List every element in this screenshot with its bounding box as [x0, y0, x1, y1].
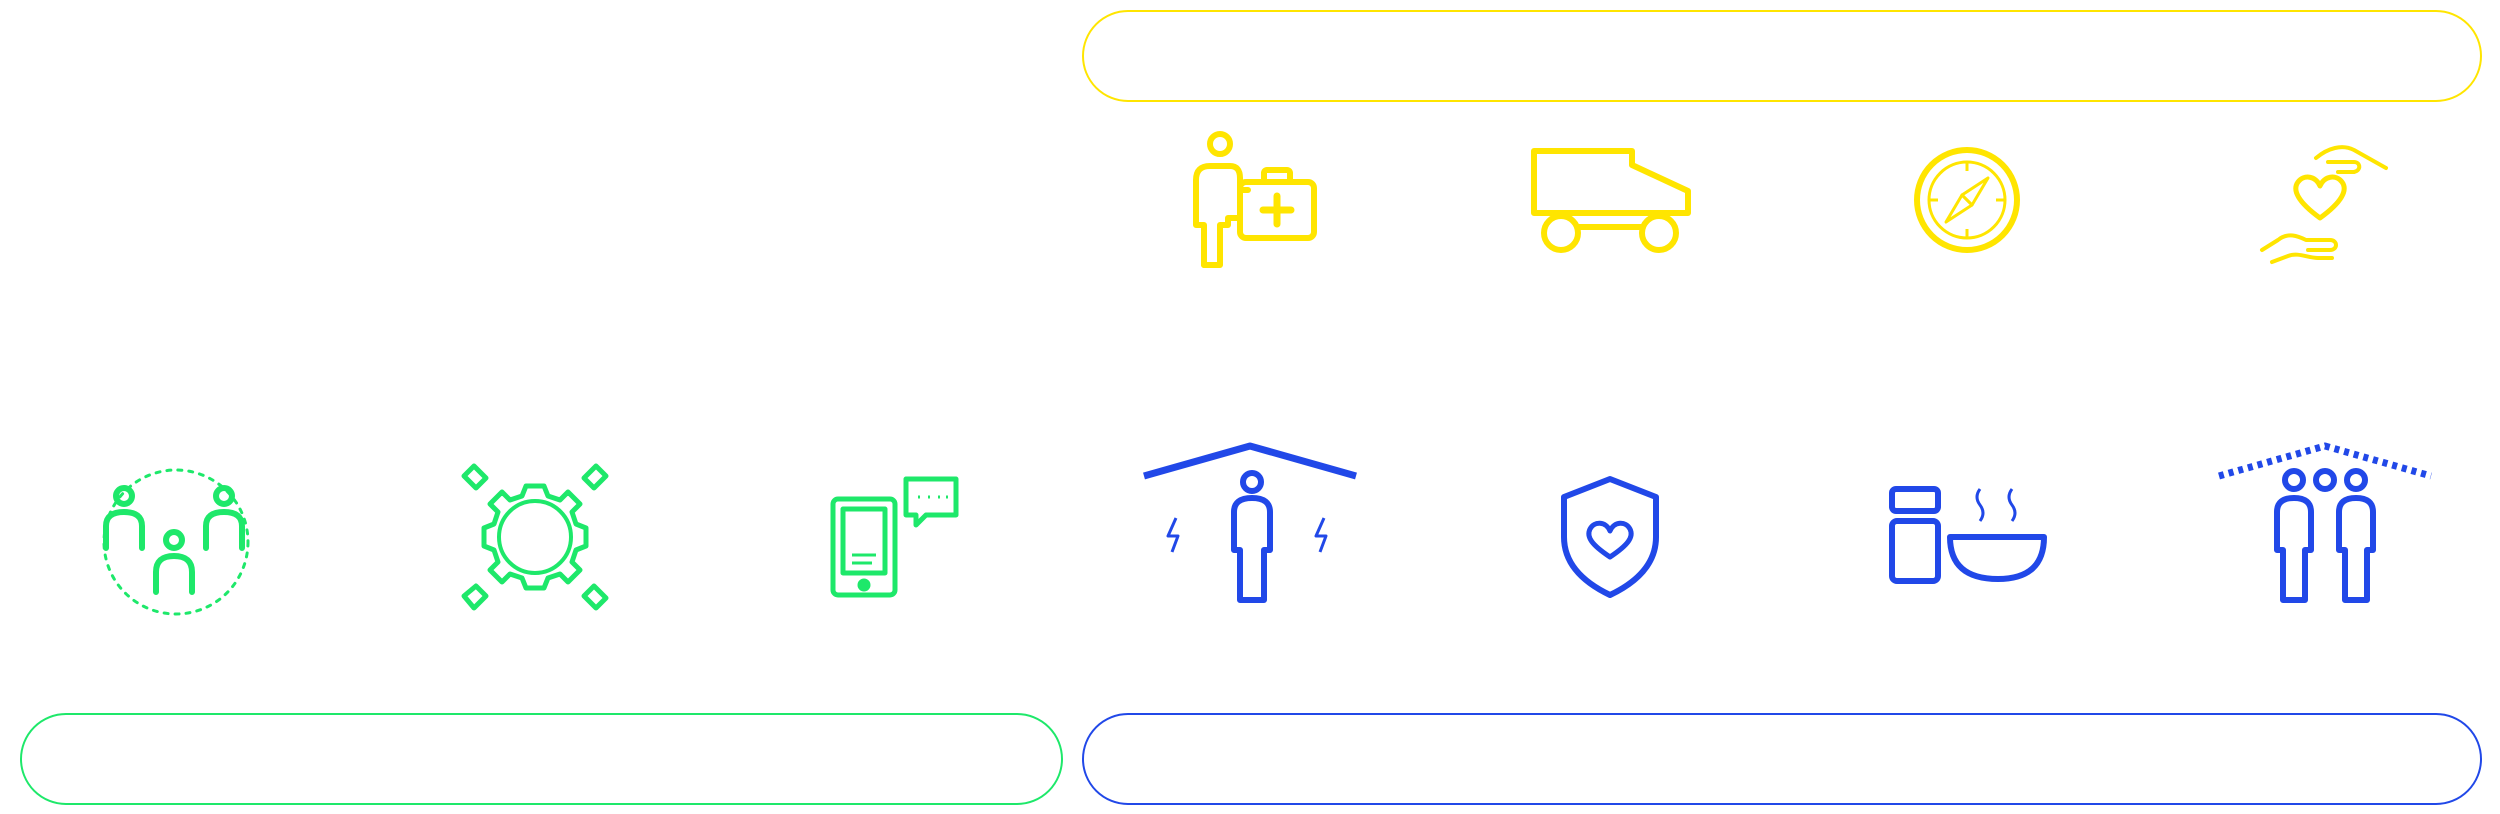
- bottom-right-blue-bar: [1082, 713, 2482, 805]
- shelter-family-icon: [2215, 440, 2435, 605]
- shelter-person-icon: [1140, 440, 1360, 605]
- shield-heart-icon: [1558, 475, 1662, 600]
- gear-network-icon: [460, 462, 610, 612]
- community-group-icon: [100, 460, 255, 620]
- compass-icon: [1912, 145, 2022, 255]
- bottom-left-green-bar: [20, 713, 1063, 805]
- tablet-message-icon: [828, 475, 963, 600]
- hands-holding-heart-icon: [2258, 140, 2398, 265]
- top-yellow-bar: [1082, 10, 2482, 102]
- food-bowl-icon: [1888, 485, 2050, 585]
- medic-with-first-aid-kit-icon: [1190, 130, 1320, 270]
- delivery-truck-icon: [1528, 145, 1698, 255]
